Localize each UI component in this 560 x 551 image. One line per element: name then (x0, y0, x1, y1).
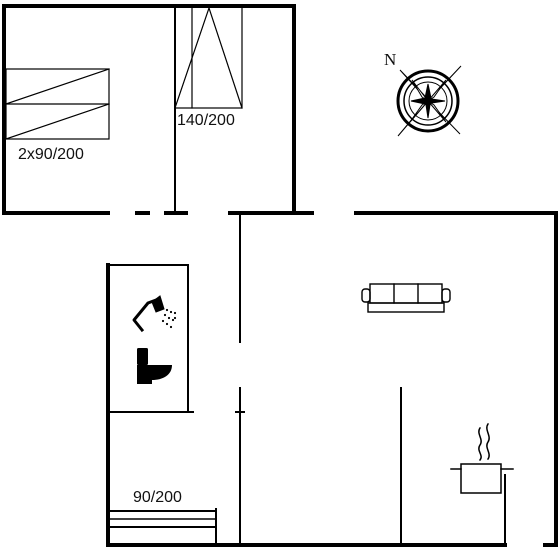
outer-walls (2, 4, 558, 547)
bed-size-label-90: 90/200 (133, 489, 182, 506)
toilet-icon (137, 348, 172, 384)
interior-walls (107, 5, 506, 546)
bed-single (109, 508, 217, 546)
cooking-pot-icon (450, 422, 514, 494)
shower-icon (132, 295, 177, 333)
sofa-icon (361, 283, 451, 313)
bed-size-label-140: 140/200 (177, 112, 235, 129)
compass-north-label: N (384, 50, 397, 69)
bed-double (174, 5, 243, 109)
compass-rose-icon (396, 65, 462, 137)
bed-size-label-2x90: 2x90/200 (18, 146, 84, 163)
bed-double-twin (5, 68, 110, 140)
